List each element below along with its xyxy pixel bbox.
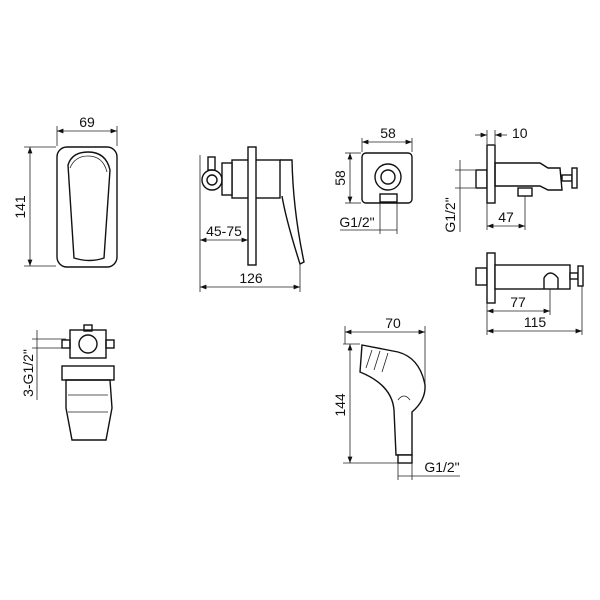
dim-connector-height: 58 (332, 170, 348, 186)
dim-plate-thickness: 10 (512, 125, 528, 141)
mixer-side-view: 45-75 126 (199, 146, 305, 292)
wall-connector-front-view: 58 58 G1/2" (332, 125, 413, 234)
holder-side-view: 77 115 (475, 252, 584, 335)
dim-mixer-width: 69 (79, 114, 95, 130)
dim-shower-thread: G1/2" (424, 459, 459, 475)
dim-shower-height: 144 (332, 393, 348, 417)
diverter-view: 3-G1/2" (20, 324, 115, 441)
dim-holder-length: 115 (524, 314, 547, 330)
dim-connector-thread: G1/2" (339, 214, 374, 230)
dim-diverter-thread: 3-G1/2" (20, 349, 36, 397)
wall-connector-side-view: 10 G1/2" 47 (442, 125, 578, 233)
dim-hook-offset: 77 (510, 294, 526, 310)
dim-total-depth: 126 (239, 270, 263, 286)
dim-shower-width: 70 (385, 315, 401, 331)
dim-outlet-offset: 47 (498, 209, 514, 225)
dim-mixer-height: 141 (12, 195, 28, 219)
hand-shower-view: 70 144 G1/2" (332, 315, 460, 480)
dim-connector-width: 58 (380, 125, 396, 141)
dim-wall-depth: 45-75 (206, 223, 242, 239)
mixer-front-view: 69 141 (12, 114, 118, 268)
dim-side-thread: G1/2" (442, 197, 458, 232)
